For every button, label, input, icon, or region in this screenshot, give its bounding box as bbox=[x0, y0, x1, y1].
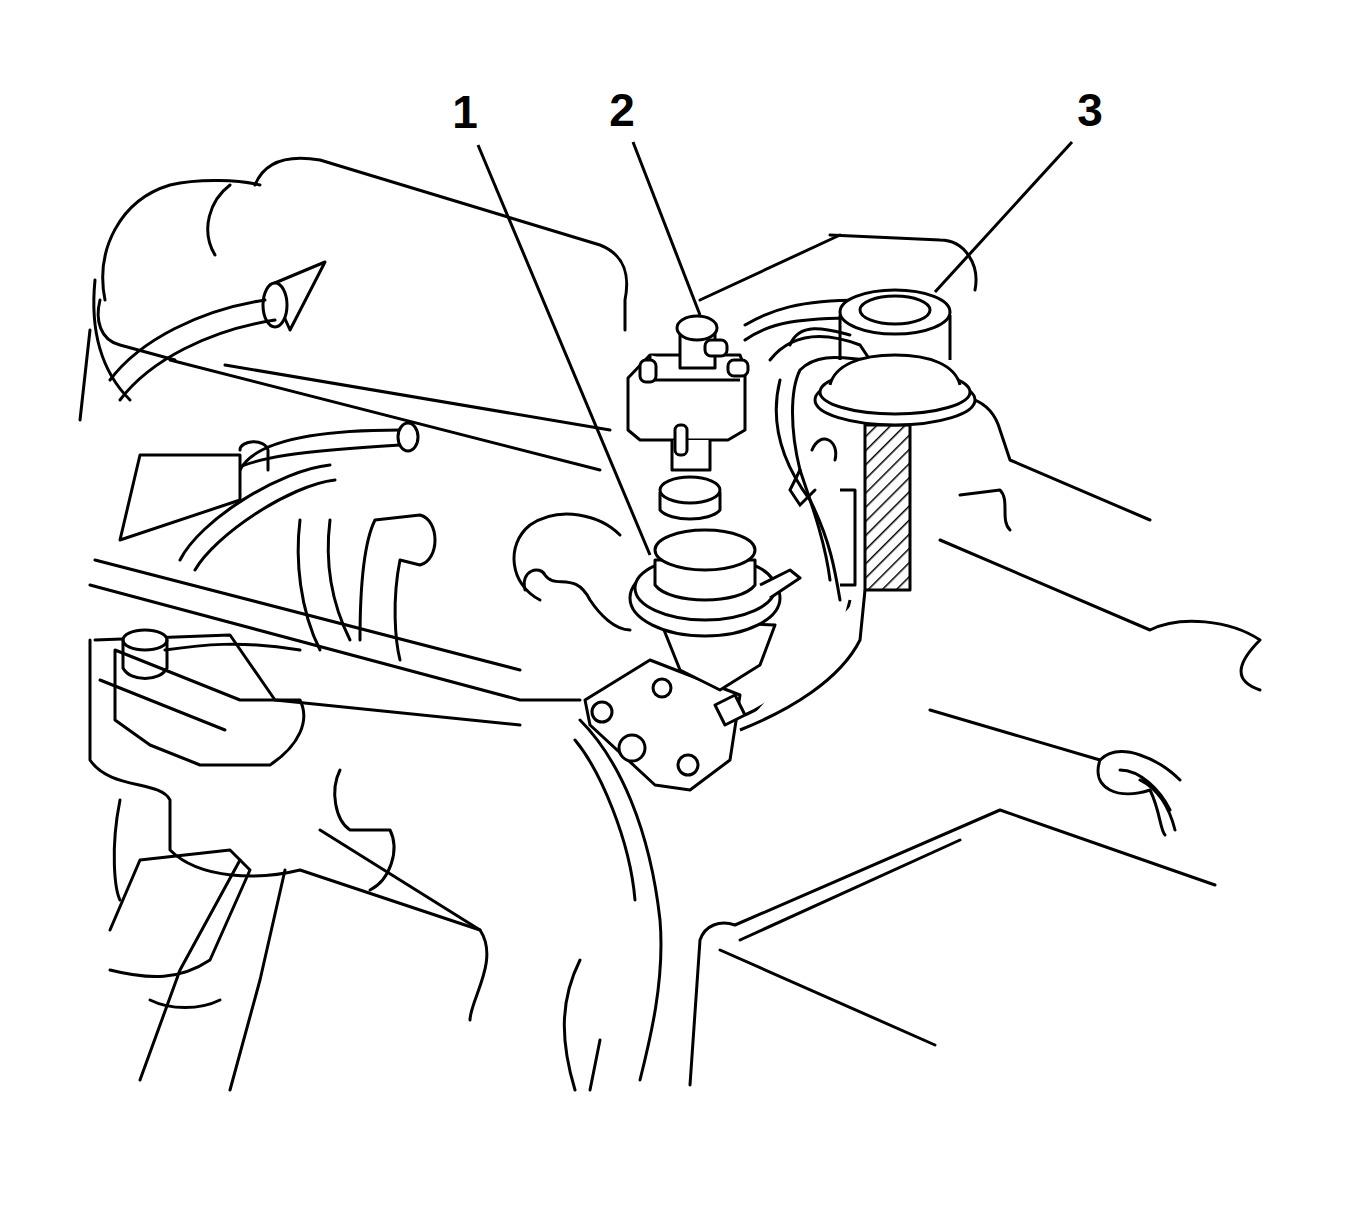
illustration-stroke bbox=[564, 960, 580, 1090]
illustration-stroke bbox=[100, 680, 225, 730]
illustration-stroke bbox=[935, 395, 1150, 520]
illustration-stroke bbox=[90, 640, 480, 930]
vacuum-solenoid bbox=[628, 316, 748, 519]
illustration-stroke bbox=[110, 850, 250, 977]
illustration-stroke bbox=[840, 490, 855, 585]
illustration-stroke bbox=[1100, 752, 1180, 830]
illustration-stroke bbox=[150, 1000, 220, 1008]
illustration-stroke bbox=[94, 280, 130, 400]
illustration-stroke bbox=[760, 570, 800, 598]
illustration-stroke bbox=[660, 477, 720, 503]
callout-number: 3 bbox=[1075, 87, 1105, 133]
leader-line bbox=[633, 142, 700, 315]
illustration-stroke bbox=[95, 560, 520, 670]
illustration-stroke bbox=[592, 702, 612, 722]
illustration-stroke bbox=[320, 830, 487, 1020]
illustration-stroke bbox=[114, 800, 120, 900]
illustration-stroke bbox=[514, 514, 620, 600]
illustration-stroke bbox=[298, 520, 320, 650]
illustration-stroke bbox=[865, 425, 910, 590]
illustration-stroke bbox=[120, 455, 240, 540]
illustration-stroke bbox=[940, 540, 1260, 690]
illustration-stroke bbox=[140, 860, 240, 1080]
illustration-stroke bbox=[524, 570, 630, 630]
illustration-stroke bbox=[240, 442, 268, 470]
egr-valve bbox=[585, 530, 865, 790]
illustration-stroke bbox=[800, 470, 830, 580]
illustration-stroke bbox=[830, 355, 960, 385]
engine-outline bbox=[80, 158, 1260, 1090]
illustration-stroke bbox=[255, 158, 627, 330]
illustration-stroke bbox=[655, 530, 755, 570]
illustration-stroke bbox=[165, 644, 300, 650]
illustration-stroke bbox=[80, 330, 90, 420]
illustration-stroke bbox=[225, 365, 610, 430]
illustration-stroke bbox=[678, 755, 698, 775]
illustration-stroke bbox=[715, 695, 745, 725]
illustration-stroke bbox=[640, 360, 656, 382]
illustration-stroke bbox=[220, 445, 400, 480]
illustration-stroke bbox=[960, 490, 1010, 530]
illustration-stroke bbox=[705, 340, 727, 356]
illustration-stroke bbox=[740, 840, 960, 940]
illustration-stroke bbox=[720, 950, 935, 1045]
illustration-stroke bbox=[398, 423, 418, 451]
leader-line bbox=[478, 145, 650, 555]
illustration-stroke bbox=[103, 180, 260, 300]
illustration-stroke bbox=[115, 650, 304, 765]
illustration-stroke bbox=[745, 318, 860, 340]
illustration-stroke bbox=[690, 810, 1215, 1085]
illustration-stroke bbox=[653, 679, 671, 697]
illustration-stroke bbox=[700, 235, 840, 300]
illustration-stroke bbox=[812, 439, 836, 460]
illustration-stroke bbox=[230, 870, 285, 1090]
illustration-stroke bbox=[830, 235, 976, 290]
illustration-stroke bbox=[123, 640, 167, 679]
leader-line bbox=[478, 142, 1072, 555]
callout-number: 2 bbox=[607, 87, 637, 133]
vacuum-hose bbox=[745, 300, 870, 600]
illustration-stroke bbox=[590, 1040, 600, 1090]
illustration-stroke bbox=[619, 735, 645, 761]
illustration-stroke bbox=[728, 360, 748, 376]
illustration-stroke bbox=[208, 185, 230, 255]
illustration-stroke bbox=[90, 585, 580, 700]
illustration-stroke bbox=[677, 316, 717, 340]
illustration-stroke bbox=[110, 300, 265, 380]
illustration-stroke bbox=[120, 320, 275, 400]
illustration-stroke bbox=[860, 296, 930, 324]
illustration-stroke bbox=[123, 630, 167, 650]
illustration-stroke bbox=[740, 590, 865, 730]
illustration-stroke bbox=[790, 470, 815, 505]
leader-line bbox=[935, 142, 1072, 292]
evrv-regulator bbox=[815, 290, 975, 590]
illustration-stroke bbox=[675, 425, 687, 455]
callout-number: 1 bbox=[450, 89, 480, 135]
illustration-stroke bbox=[575, 740, 635, 900]
illustration-stroke bbox=[840, 290, 950, 334]
